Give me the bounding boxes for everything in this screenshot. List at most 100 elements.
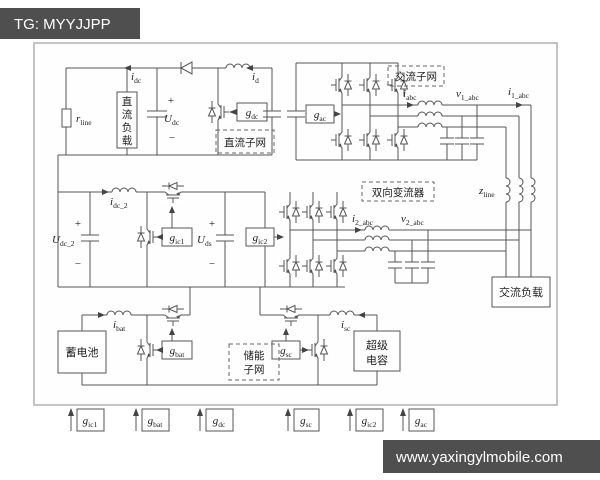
gic1-arrow-up [169,206,175,213]
svg-text:gsc: gsc [300,415,312,429]
storage-subnet-label: 储能 [244,349,265,362]
label-i-d: id [252,71,259,85]
dc-load-char: 负 [122,121,133,134]
udc2-plus: + [75,218,81,230]
igbt-supercap-series [279,304,303,328]
udc-plus: + [168,95,174,107]
label-v1-abc: v1_abc [456,88,479,102]
supercap-label: 超级 [366,338,388,352]
label-u-dc: Udc [164,113,180,127]
converter2-capacitors [388,230,435,284]
capacitor-dclink-icon [263,110,281,118]
filter-capacitors [440,105,484,160]
label-g-sc: gsc [280,345,292,359]
svg-text:gdc: gdc [213,415,226,429]
label-i-sc: isc [341,319,351,333]
ibat-arrow [98,312,105,318]
gate-signal-gic2: gic2 [347,408,384,432]
svg-text:gac: gac [415,415,428,429]
i2abc-arrow [355,227,362,233]
capacitor-uds-icon [216,234,234,242]
watermark-top-text: TG: MYYJJPP [14,16,111,33]
dc-load-char: 直 [122,95,133,108]
label-i-abc: iabc [403,88,417,102]
ac-load-label: 交流负载 [499,285,543,299]
idc2-arrow [102,189,109,195]
label-u-dc2: Udc_2 [52,234,75,248]
ac-subnet-label: 交流子网 [395,70,437,83]
label-i-bat: ibat [113,319,126,333]
igbt-interlink-shunt [136,225,160,249]
gsc-arrow-right [302,347,309,353]
dc-load-box [116,91,138,149]
storage-subnet-label: 子网 [244,364,265,376]
igbt-inverter [385,128,409,152]
label-u-ds: Uds [197,234,212,248]
svg-text:gbat: gbat [148,415,164,429]
uds-plus: + [209,218,215,230]
resistor-rline [61,108,72,128]
igbt-dc-boost [207,100,231,124]
label-i2-abc: i2_abc [352,213,374,227]
label-g-bat: gbat [170,345,186,359]
battery-box [57,330,107,374]
gate-signal-gac: gac [400,408,435,432]
udc-minus: − [169,132,175,144]
label-g-ac: gac [314,109,327,123]
capacitor-udc2-icon [81,234,99,242]
uds-minus: − [209,258,215,270]
igbt-battery-series [161,304,185,328]
idc-arrow [124,65,131,71]
capacitor-inverter-icon [287,110,305,118]
igbt-bidir [300,254,324,278]
igbt-bidir [324,200,348,224]
label-g-ic1: gic1 [170,232,185,246]
udc2-minus: − [75,258,81,270]
gbat-arrow-up [169,328,175,335]
storage-converters-circuit: 蓄电池 ibat gbat gsc isc 超级 电容 储能 子网 [57,304,401,386]
dc-subnet-frame [215,129,275,154]
gac-arrow [334,111,341,117]
bidir-label: 双向变流器 [372,186,425,199]
iabc-arrow [407,102,414,108]
i1abc-arrow [516,102,523,108]
igbt-battery-shunt [136,338,160,362]
label-i1-abc: i1_abc [508,86,530,100]
gdc-arrow [229,109,237,115]
label-g-ic2: gic2 [253,232,268,246]
diode-icon [179,61,193,75]
capacitor-udc-icon [147,110,167,118]
igbt-supercap-shunt [305,338,329,362]
igbt-inverter [357,73,381,97]
label-z-line: zline [478,185,495,199]
watermark-bottom: www.yaxingylmobile.com [383,440,600,473]
label-v2-abc: v2_abc [401,213,424,227]
igbt-bidir [277,254,301,278]
label-i-dc: idc [131,71,142,85]
ac-subnet-frame [387,65,445,87]
dc-subnet-label: 直流子网 [224,136,266,149]
dc-load-char: 流 [122,108,133,121]
watermark-bottom-text: www.yaxingylmobile.com [395,449,563,466]
gate-signal-row: gic1 gbat gdc gsc gic2 [68,408,435,432]
igbt-inverter [357,128,381,152]
gate-signal-gsc: gsc [285,408,320,432]
isc-arrow [358,312,365,318]
gate-signal-gic1: gic1 [68,408,105,432]
gate-signal-gdc: gdc [197,408,234,432]
interlink-converter-circuit: idc_2 + Udc_2 − gic1 + Uds − gic2 [52,181,531,315]
dc-subnet-circuit: rline 直 流 负 载 + Udc − gdc 直流子网 idc id [57,61,281,192]
igbt-inverter [329,128,353,152]
gate-signal-gbat: gbat [133,408,170,432]
label-g-dc: gdc [246,107,259,121]
label-r-line: rline [76,113,92,127]
ac-inverter-circuit: gac 交流子网 iabc v1_abc i1_abc [287,62,531,161]
igbt-inverter [329,73,353,97]
battery-label: 蓄电池 [66,346,99,359]
id-arrow [246,65,253,71]
storage-subnet-frame [228,343,280,381]
igbt-bidir [277,200,301,224]
gic1-arrow-left [156,234,163,240]
supercap-label: 电容 [366,353,388,367]
